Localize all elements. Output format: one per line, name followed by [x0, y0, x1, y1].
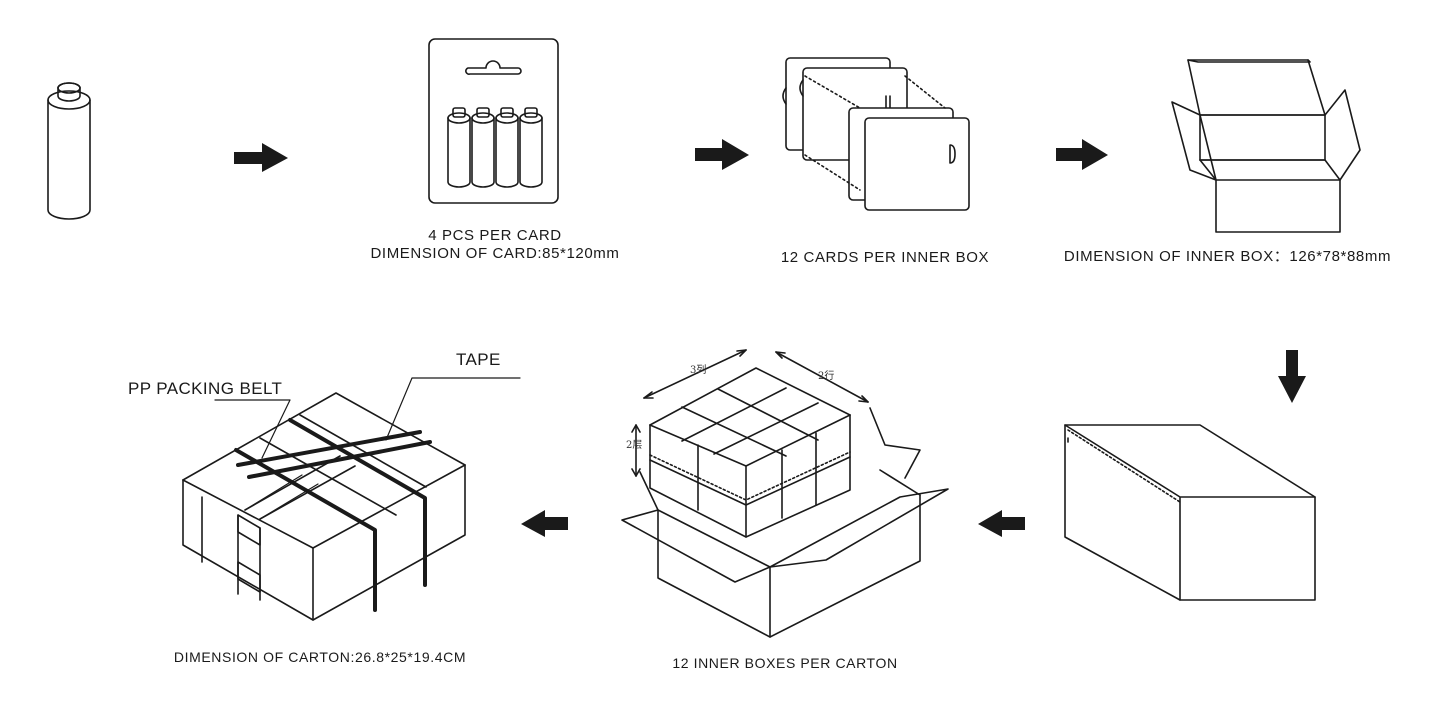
layers-label: 2层 — [626, 439, 642, 451]
columns-label: 3列 — [690, 363, 706, 376]
right-arrow-icon — [234, 143, 288, 172]
battery-four-pack — [447, 107, 543, 188]
right-arrow-icon — [695, 139, 749, 170]
left-arrow-icon — [521, 510, 568, 537]
blister-card-illustration — [428, 38, 559, 204]
card-count-text: 4 PCS PER CARD — [428, 227, 562, 244]
card-dimension-text: DIMENSION OF CARD:85*120mm — [370, 245, 620, 262]
rows-label: 2行 — [818, 369, 834, 382]
inner-box-closed-illustration — [1064, 424, 1316, 601]
flow-arrows — [234, 139, 1306, 537]
right-arrow-icon — [1056, 139, 1108, 170]
carton-count-caption: 12 INNER BOXES PER CARTON — [672, 655, 898, 671]
open-carton-illustration — [621, 349, 949, 638]
carton-dimension-caption: DIMENSION OF CARTON:26.8*25*19.4CM — [173, 649, 467, 665]
inner-box-count-caption: 12 CARDS PER INNER BOX — [780, 249, 990, 266]
callout-lines — [214, 377, 521, 459]
battery-illustration — [47, 82, 91, 220]
down-arrow-icon — [1278, 350, 1306, 403]
pp-packing-belt-label: PP PACKING BELT — [128, 379, 283, 398]
sealed-carton-illustration — [182, 392, 466, 621]
inner-box-dimension-caption: DIMENSION OF INNER BOX：126*78*88mm — [1063, 248, 1392, 265]
tape-label: TAPE — [456, 350, 501, 369]
left-arrow-icon — [978, 510, 1025, 537]
inner-box-open-illustration — [1171, 59, 1361, 233]
cards-stack-illustration — [782, 57, 970, 211]
card-caption: 4 PCS PER CARD DIMENSION OF CARD:85*120m… — [340, 227, 650, 263]
